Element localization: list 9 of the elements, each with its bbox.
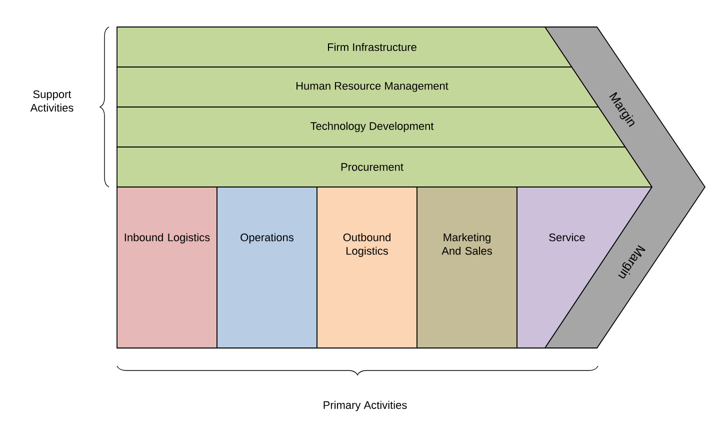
- activity-cell: Operations: [216, 186, 318, 348]
- activity-band: Procurement: [116, 146, 653, 188]
- activity-band: Firm Infrastructure: [116, 26, 573, 68]
- activity-band: Human Resource Management: [116, 66, 600, 108]
- activity-cell: Marketing And Sales: [416, 186, 518, 348]
- brace-label: Primary Activities: [324, 400, 407, 412]
- brace-label: Support Activities: [30, 90, 74, 112]
- activity-cell: Outbound Logistics: [316, 186, 418, 348]
- activity-cell: Inbound Logistics: [116, 186, 218, 348]
